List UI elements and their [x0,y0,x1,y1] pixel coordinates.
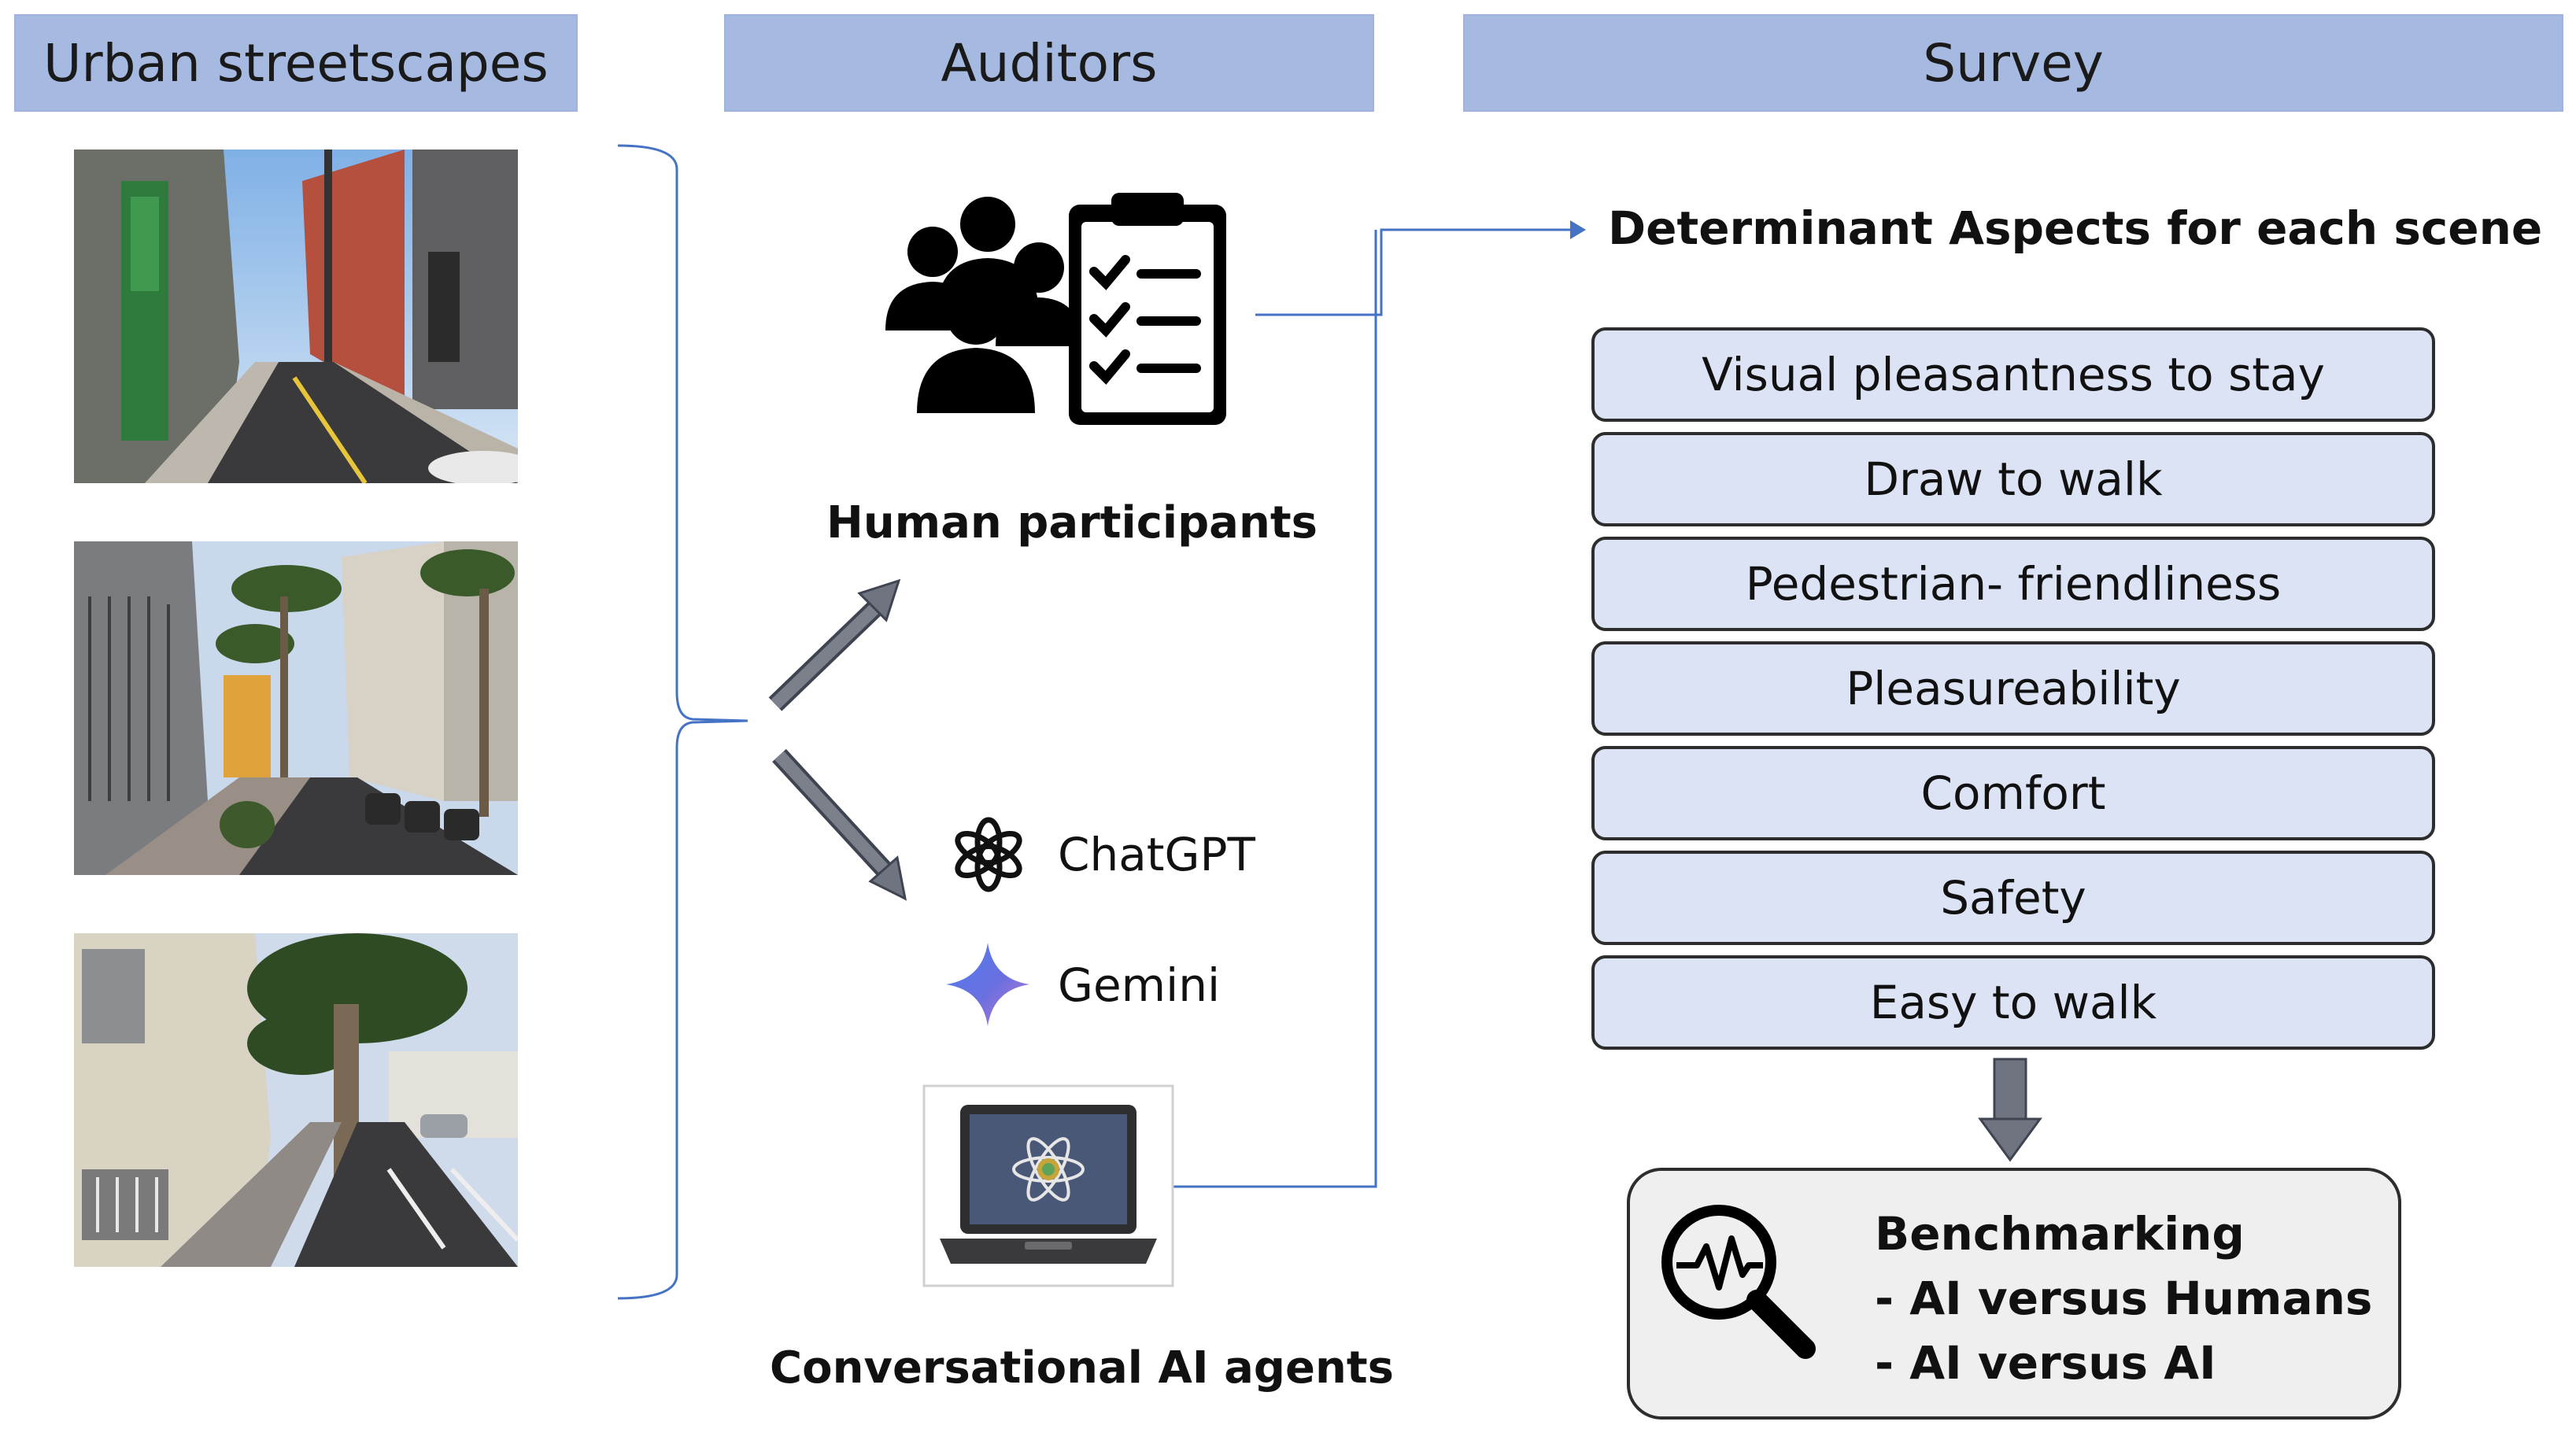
magnifier-pulse-icon [1661,1205,1816,1359]
streetscape-photo-3 [74,933,518,1267]
streetscapes-bracket [617,144,748,1300]
aspect-visual-pleasantness: Visual pleasantness to stay [1591,327,2435,422]
benchmarking-title: Benchmarking [1875,1207,2245,1261]
human-participants-label: Human participants [826,497,1318,548]
gemini-label: Gemini [1058,958,1221,1012]
aspect-draw-to-walk: Draw to walk [1591,432,2435,526]
aspect-pleasureability: Pleasureability [1591,641,2435,736]
arrow-to-human [768,578,901,711]
survey-title-arrowhead [1570,220,1586,239]
aspect-pedestrian-friendliness: Pedestrian- friendliness [1591,537,2435,631]
aspect-comfort: Comfort [1591,746,2435,840]
human-to-survey-line [1255,228,1570,316]
gemini-sparkle-icon [946,943,1029,1026]
aspect-safety: Safety [1591,851,2435,945]
streetscape-photo-1 [74,150,518,483]
chatgpt-logo-icon [955,817,1022,892]
benchmarking-item-ai-vs-humans: - AI versus Humans [1875,1272,2373,1325]
ai-to-survey-line [1173,230,1377,1188]
header-auditors: Auditors [724,14,1374,112]
arrow-to-benchmarking [1978,1058,2042,1162]
header-urban-streetscapes: Urban streetscapes [14,14,578,112]
header-survey: Survey [1463,14,2563,112]
benchmarking-item-ai-vs-ai: - AI versus AI [1875,1336,2216,1390]
conversational-ai-agents-label: Conversational AI agents [770,1342,1394,1394]
chatgpt-label: ChatGPT [1058,828,1255,881]
people-checklist-icon [885,193,1226,425]
streetscape-photo-2 [74,541,518,875]
aspect-easy-to-walk: Easy to walk [1591,955,2435,1050]
arrow-to-ai [772,748,907,901]
survey-title: Determinant Aspects for each scene [1608,201,2543,255]
laptop-ai-icon [922,1084,1174,1287]
